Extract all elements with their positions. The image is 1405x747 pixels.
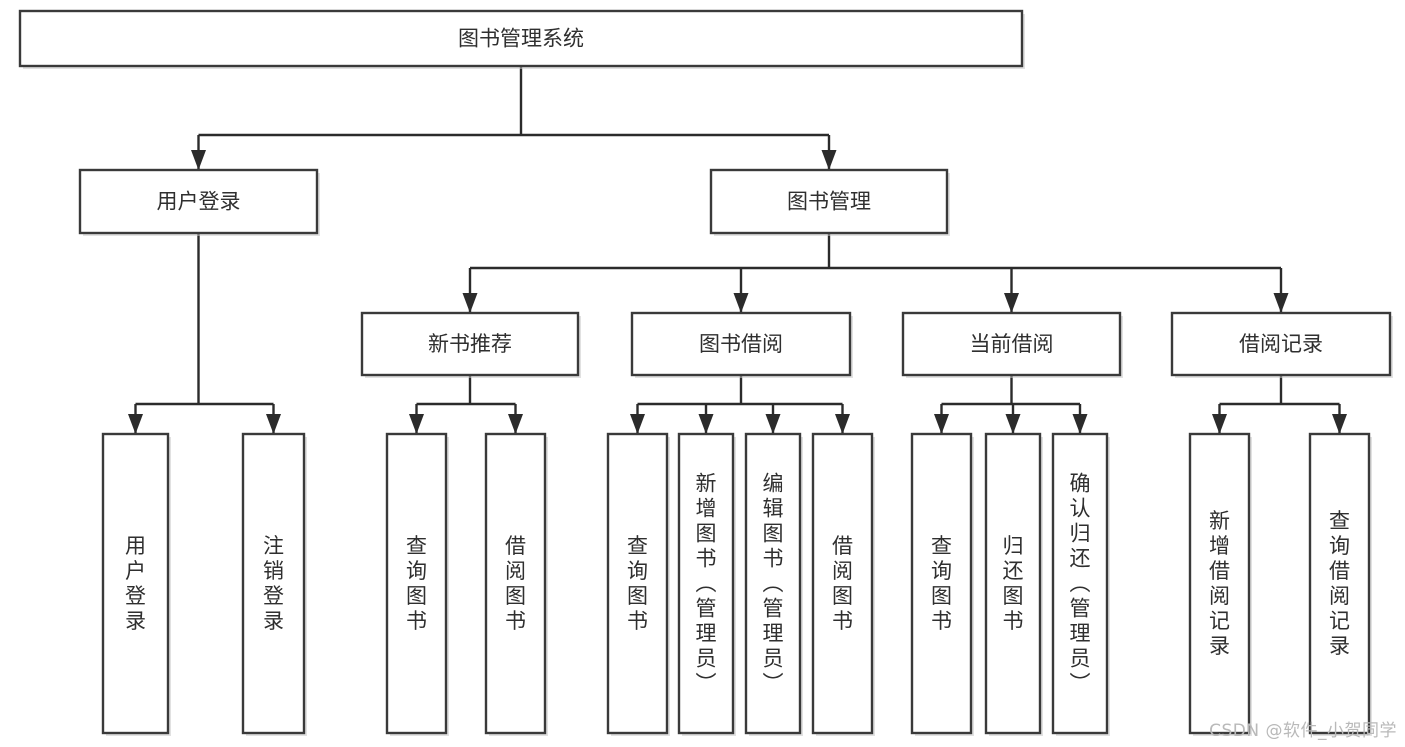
arrow-head-icon [508,414,523,434]
node-label: 查询借阅记录 [1329,509,1350,658]
node-label: 图书管理系统 [458,27,584,51]
box-outline [1308,432,1371,735]
arrow-head-icon [409,414,424,434]
box-outline [241,432,306,735]
arrow-head-icon [934,414,949,434]
node-label: 确认归还︵管理员︶ [1070,472,1091,696]
box-outline [910,432,973,735]
arrow-head-icon [765,414,781,434]
arrow-head-icon [1332,414,1347,434]
leaf-node[interactable]: 借阅图书 [811,432,875,736]
arrow-head-icon [266,414,281,434]
leaf-node[interactable]: 新增图书︵管理员︶ [677,432,736,736]
level3-node[interactable]: 借阅记录 [1170,311,1393,378]
arrow-head-icon [821,150,837,170]
connector-layer [128,66,1347,434]
box-outline [1188,432,1251,735]
node-label: 借阅图书 [832,534,853,633]
leaf-node[interactable]: 注销登录 [241,432,307,736]
node-label: 注销登录 [263,534,284,633]
level3-node[interactable]: 新书推荐 [360,311,581,378]
node-label: 归还图书 [1003,534,1024,633]
node-label: 图书管理 [787,190,871,214]
leaf-node[interactable]: 新增借阅记录 [1188,432,1252,736]
node-label: 用户登录 [125,534,146,633]
leaf-node[interactable]: 借阅图书 [484,432,548,736]
root-node-图书管理系统[interactable]: 图书管理系统 [18,9,1025,69]
arrow-head-icon [128,414,143,434]
node-label: 查询图书 [406,534,427,633]
arrow-head-icon [191,150,206,170]
box-outline [18,9,1024,68]
arrow-head-icon [462,293,478,313]
box-outline [677,432,735,735]
box-outline [385,432,448,735]
arrow-head-icon [630,414,645,434]
level3-node[interactable]: 当前借阅 [901,311,1123,378]
leaf-node[interactable]: 编辑图书︵管理员︶ [744,432,803,736]
arrow-head-icon [1273,293,1289,313]
arrow-head-icon [733,293,749,313]
level2-node[interactable]: 用户登录 [78,168,320,236]
box-outline [360,311,580,377]
leaf-node[interactable]: 查询借阅记录 [1308,432,1372,736]
level3-node[interactable]: 图书借阅 [630,311,853,378]
box-outline [901,311,1122,377]
box-outline [709,168,949,235]
arrow-head-icon [835,414,850,434]
arrow-head-icon [1072,414,1088,434]
box-outline [984,432,1042,735]
node-label: 用户登录 [157,190,241,214]
box-outline [1170,311,1392,377]
arrow-head-icon [1004,293,1019,313]
node-label: 新增图书︵管理员︶ [696,472,717,696]
box-outline [484,432,547,735]
box-outline [606,432,669,735]
node-label: 当前借阅 [970,332,1054,356]
node-label: 查询图书 [931,534,952,633]
node-label: 图书借阅 [699,332,783,356]
arrow-head-icon [1212,414,1227,434]
node-label: 查询图书 [627,534,648,633]
node-label: 借阅记录 [1239,332,1323,356]
leaf-node[interactable]: 确认归还︵管理员︶ [1051,432,1110,736]
box-outline [744,432,802,735]
box-outline [811,432,874,735]
box-outline [630,311,852,377]
node-label: 新增借阅记录 [1209,509,1230,658]
node-layer: 图书管理系统用户登录图书管理新书推荐图书借阅当前借阅借阅记录用户登录注销登录查询… [18,9,1393,736]
box-outline [78,168,319,235]
leaf-node[interactable]: 用户登录 [101,432,171,736]
box-outline [101,432,170,735]
level2-node[interactable]: 图书管理 [709,168,950,236]
leaf-node[interactable]: 查询图书 [910,432,974,736]
node-label: 编辑图书︵管理员︶ [763,472,784,696]
leaf-node[interactable]: 查询图书 [385,432,449,736]
arrow-head-icon [1005,414,1021,434]
leaf-node[interactable]: 归还图书 [984,432,1043,736]
leaf-node[interactable]: 查询图书 [606,432,670,736]
node-label: 新书推荐 [428,332,512,356]
arrow-head-icon [698,414,714,434]
node-label: 借阅图书 [505,534,526,633]
box-outline [1051,432,1109,735]
